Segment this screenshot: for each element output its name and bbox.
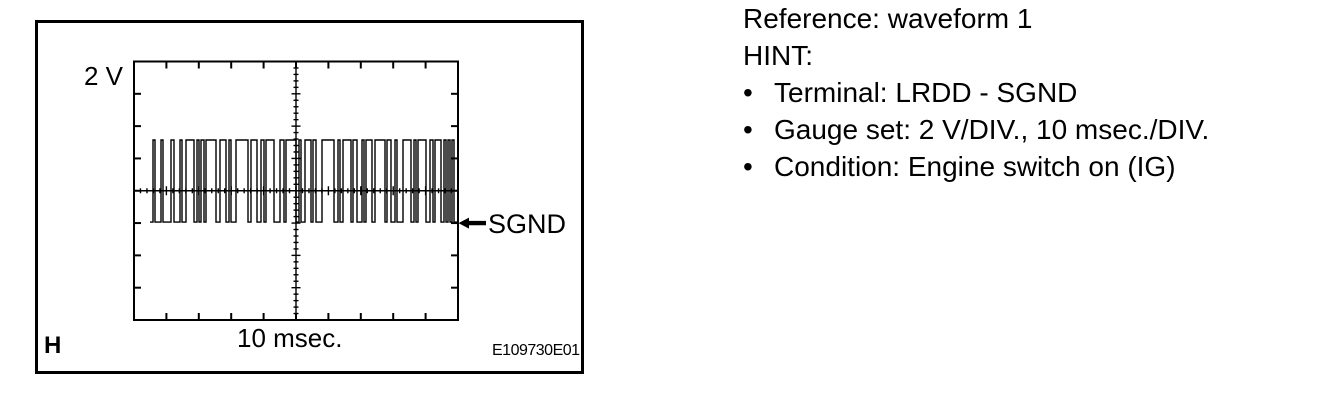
oscilloscope-display (35, 20, 584, 374)
bullet-icon: • (743, 151, 753, 182)
sgnd-signal-label: SGND (488, 209, 567, 239)
reference-line: Reference: waveform 1 (743, 3, 1033, 34)
notes-block: Reference: waveform 1 HINT: • Terminal: … (743, 0, 1209, 185)
corner-marker-label: H (44, 332, 62, 359)
waveform-trace (150, 139, 458, 223)
bullet-text: Terminal: LRDD - SGND (774, 77, 1078, 108)
bullet-item-gauge-set: • Gauge set: 2 V/DIV., 10 msec./DIV. (743, 111, 1209, 148)
hint-line: HINT: (743, 40, 813, 71)
time-scale-label: 10 msec. (237, 323, 343, 353)
voltage-scale-label: 2 V (84, 61, 124, 91)
bullet-text: Condition: Engine switch on (IG) (774, 151, 1176, 182)
bullet-text: Gauge set: 2 V/DIV., 10 msec./DIV. (774, 114, 1210, 145)
bullet-icon: • (743, 114, 753, 145)
bullet-item-condition: • Condition: Engine switch on (IG) (743, 148, 1209, 185)
figure-id-label: E109730E01 (492, 342, 580, 359)
bullet-item-terminal: • Terminal: LRDD - SGND (743, 74, 1209, 111)
bullet-icon: • (743, 77, 753, 108)
sgnd-arrow-icon (458, 217, 486, 229)
